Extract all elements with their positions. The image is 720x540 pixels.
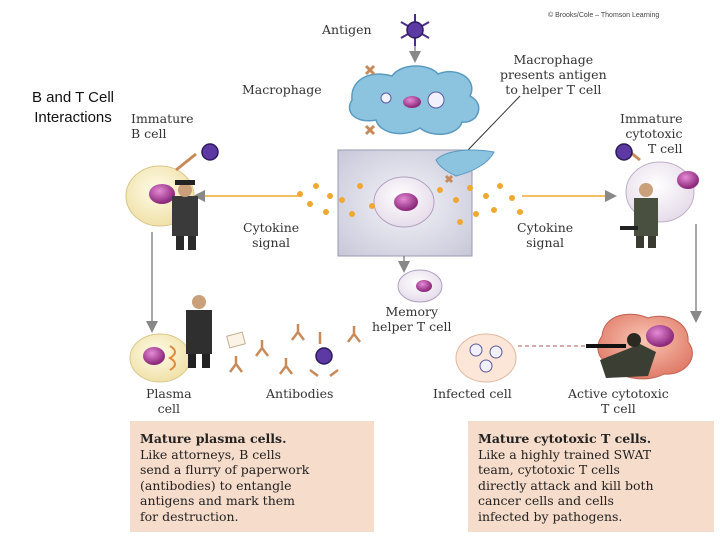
label-line: Immature [131,111,194,126]
label-infected-cell: Infected cell [433,386,512,401]
label-line: Macrophage [513,52,594,67]
box-line: directly attack and kill both [478,477,654,493]
label-immature-cytotoxic-t-cell: Immature cytotoxic T cell [620,111,683,156]
box-line: (antibodies) to entangle [140,477,292,493]
plasma-cell [129,333,191,383]
label-line: Memory [385,304,439,319]
attorney-figure-icon [172,180,198,250]
label-antibodies: Antibodies [266,386,334,401]
box-line: antigens and mark them [140,493,295,508]
label-line: helper T cell [372,319,452,334]
plasma-cells-description-box: Mature plasma cells. Like attorneys, B c… [130,421,374,532]
label-line: Active cytotoxic [568,386,669,401]
label-line: T cell [600,401,636,416]
attorney-with-papers-icon [186,295,246,368]
antigen-antibody-complex-icon [315,347,333,365]
infected-cell [455,333,517,383]
antigen-icon [400,14,430,46]
box-heading: Mature cytotoxic T cells. [478,431,652,446]
box-heading: Mature plasma cells. [140,431,287,446]
copyright-notice: © Brooks/Cole – Thomson Learning [548,12,660,19]
label-line: Plasma [146,386,192,401]
label-line: Cytokine [243,220,300,235]
box-line: Like a highly trained SWAT [478,446,652,462]
label-line: Immature [620,111,683,126]
label-line: cytotoxic [625,126,683,141]
label-line: B cell [131,126,167,141]
macrophage-extension [435,149,495,184]
macrophage-icon [348,64,480,136]
label-line: T cell [647,141,683,156]
box-line: for destruction. [140,508,239,524]
label-cytokine-signal-left: Cytokine signal [243,220,299,250]
label-active-cytotoxic-t-cell: Active cytotoxic T cell [568,386,669,416]
presents-pointer [467,95,521,151]
box-line: Like attorneys, B cells [140,446,282,462]
antibodies-icon [229,324,361,377]
label-cytokine-signal-right: Cytokine signal [517,220,573,250]
box-line: send a flurry of paperwork [140,462,310,477]
label-line: cell [157,401,180,416]
label-line: signal [252,235,291,250]
swat-sniper-icon [586,333,656,378]
label-memory-helper-t-cell: Memory helper T cell [372,304,452,334]
cytokine-particles [297,183,523,225]
swat-officer-figure-icon [620,183,658,248]
label-line: signal [526,235,565,250]
helper-t-cell [373,176,435,228]
label-antigen: Antigen [322,22,372,37]
label-line: to helper T cell [505,82,602,97]
slide-title: B and T Cell Interactions [32,89,114,126]
label-macrophage-presents: Macrophage presents antigen to helper T … [500,52,607,97]
label-line: presents antigen [500,67,607,82]
cytotoxic-t-cells-description-box: Mature cytotoxic T cells. Like a highly … [468,421,714,532]
box-line: team, cytotoxic T cells [478,462,620,477]
label-immature-b-cell: Immature B cell [131,111,194,141]
label-plasma-cell: Plasma cell [146,386,192,416]
box-line: cancer cells and cells [478,493,614,508]
memory-helper-t-cell [397,269,443,303]
box-line: infected by pathogens. [478,508,623,524]
label-line: Cytokine [517,220,574,235]
label-macrophage: Macrophage [242,82,322,97]
